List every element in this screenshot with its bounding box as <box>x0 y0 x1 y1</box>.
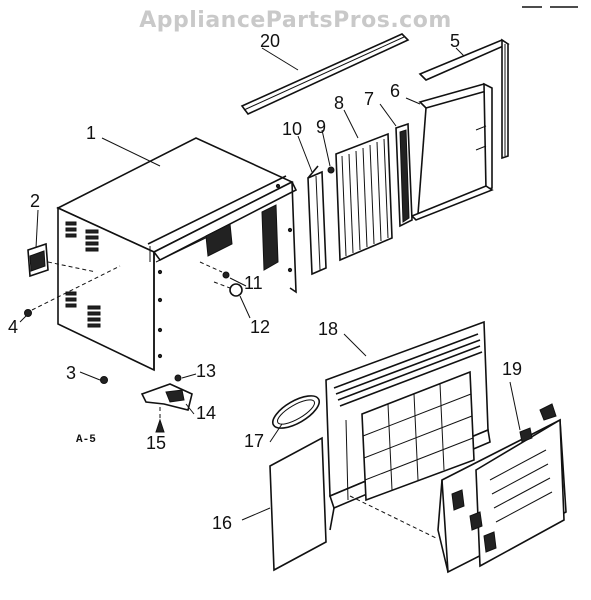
part-8-filter <box>335 132 393 262</box>
callout-16: 16 <box>212 513 233 533</box>
part-19-panel-assembly <box>437 403 567 574</box>
part-16-panel <box>269 436 327 572</box>
part-15-screw <box>155 404 165 433</box>
part-9-screw <box>327 166 335 174</box>
callout-12: 12 <box>250 317 271 337</box>
callout-15: 15 <box>146 433 167 453</box>
part-3-screw <box>100 376 108 384</box>
part-6-frame <box>410 82 494 221</box>
part-5-side-rail <box>418 38 510 160</box>
part-4-screw <box>24 265 121 317</box>
callout-6: 6 <box>390 81 401 101</box>
callout-2: 2 <box>30 191 41 211</box>
callout-1: 1 <box>86 123 97 143</box>
part-10-bracket <box>307 165 327 276</box>
leader-lines <box>19 47 521 521</box>
watermark: AppliancePartsPros.com <box>139 8 452 33</box>
callout-19: 19 <box>502 359 523 379</box>
callout-14: 14 <box>196 403 217 423</box>
callout-9: 9 <box>316 117 327 137</box>
part-1-cabinet <box>56 137 298 372</box>
callout-17: 17 <box>244 431 265 451</box>
part-12-knob <box>213 281 243 297</box>
part-11-screw <box>199 261 230 279</box>
callout-20: 20 <box>260 31 281 51</box>
part-14-bracket <box>140 383 193 411</box>
callout-18: 18 <box>318 319 339 339</box>
part-20-top-rail <box>240 33 410 115</box>
callout-10: 10 <box>282 119 303 139</box>
part-17-oval <box>272 395 320 429</box>
callout-7: 7 <box>364 89 375 109</box>
callout-5: 5 <box>450 31 461 51</box>
callout-11: 11 <box>244 273 263 293</box>
part-13-screw <box>174 374 182 382</box>
callout-3: 3 <box>66 363 77 383</box>
part-18-grille <box>325 320 491 539</box>
part-2-bracket <box>27 242 97 278</box>
sheet-id-label: A-5 <box>76 434 96 446</box>
part-7-seal-strip <box>395 122 413 228</box>
callout-13: 13 <box>196 361 217 381</box>
callout-4: 4 <box>8 317 19 337</box>
callout-8: 8 <box>334 93 345 113</box>
